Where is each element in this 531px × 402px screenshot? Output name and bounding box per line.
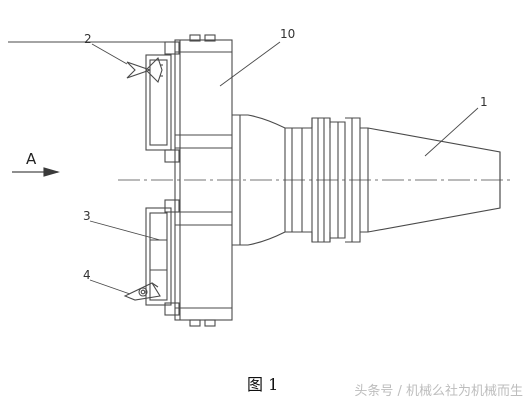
part-label-3: 3 — [83, 209, 91, 223]
part-label-10: 10 — [280, 27, 295, 41]
view-label-a: A — [26, 150, 37, 168]
cutter-body — [174, 34, 233, 327]
part-label-2: 2 — [84, 32, 92, 46]
figure-caption: 图 1 — [247, 375, 279, 394]
upper-tool-holder — [126, 41, 180, 163]
lower-tool-holder — [145, 199, 180, 316]
view-arrow — [12, 167, 61, 177]
leader-lines — [89, 41, 479, 295]
part-label-4: 4 — [83, 268, 91, 282]
part-label-1: 1 — [480, 95, 488, 109]
cutting-insert — [123, 282, 161, 301]
watermark-text: 头条号 / 机械么社为机械而生 — [354, 384, 523, 399]
tool-shank — [232, 114, 501, 246]
